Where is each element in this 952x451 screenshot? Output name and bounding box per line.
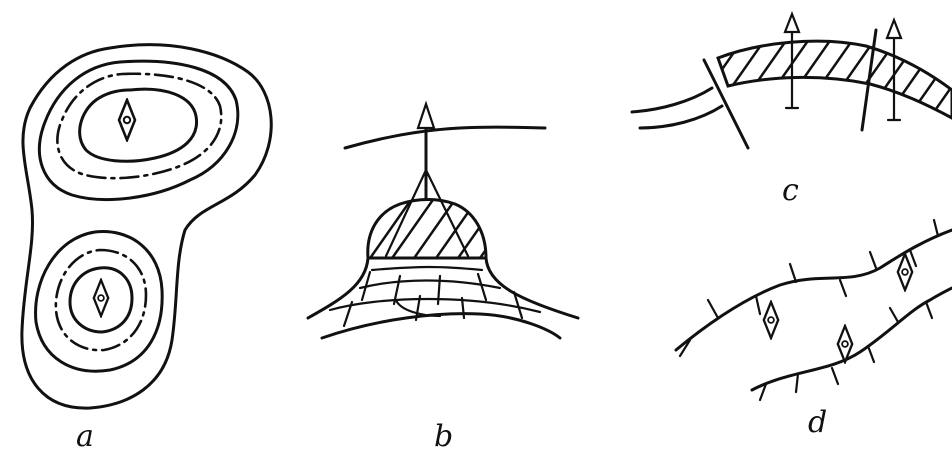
well-c-2-icon — [887, 20, 901, 38]
well-c-1-icon — [785, 14, 799, 32]
label-c: c — [782, 173, 799, 208]
structure-icon-1 — [764, 302, 778, 338]
panel-b-dome-section — [308, 104, 578, 338]
panel-d-hachured-contours — [676, 220, 952, 400]
bed-lower-left — [632, 88, 712, 112]
upper-contour-2 — [39, 61, 237, 199]
hatched-reservoir — [368, 200, 486, 259]
surface-line — [345, 127, 545, 148]
dome-layer-2 — [372, 267, 482, 270]
well-symbol-icon — [418, 104, 434, 128]
upper-contour-inner — [80, 89, 197, 161]
hachures-upper — [680, 220, 938, 356]
structure-bottom-icon — [94, 280, 108, 316]
contour-d-lower — [752, 288, 952, 390]
panel-c-faulted-anticline — [632, 14, 952, 148]
label-b: b — [434, 419, 453, 451]
contour-d-upper — [676, 230, 952, 350]
label-a: a — [76, 419, 94, 451]
hatched-bed — [718, 41, 952, 118]
structure-icon-3 — [898, 254, 912, 290]
structure-top-icon — [119, 100, 135, 140]
dome-layer-3 — [360, 281, 500, 289]
outer-contour — [22, 45, 271, 408]
base-line — [322, 314, 560, 338]
panel-a-contour-map — [22, 45, 271, 408]
label-d: d — [808, 405, 827, 440]
